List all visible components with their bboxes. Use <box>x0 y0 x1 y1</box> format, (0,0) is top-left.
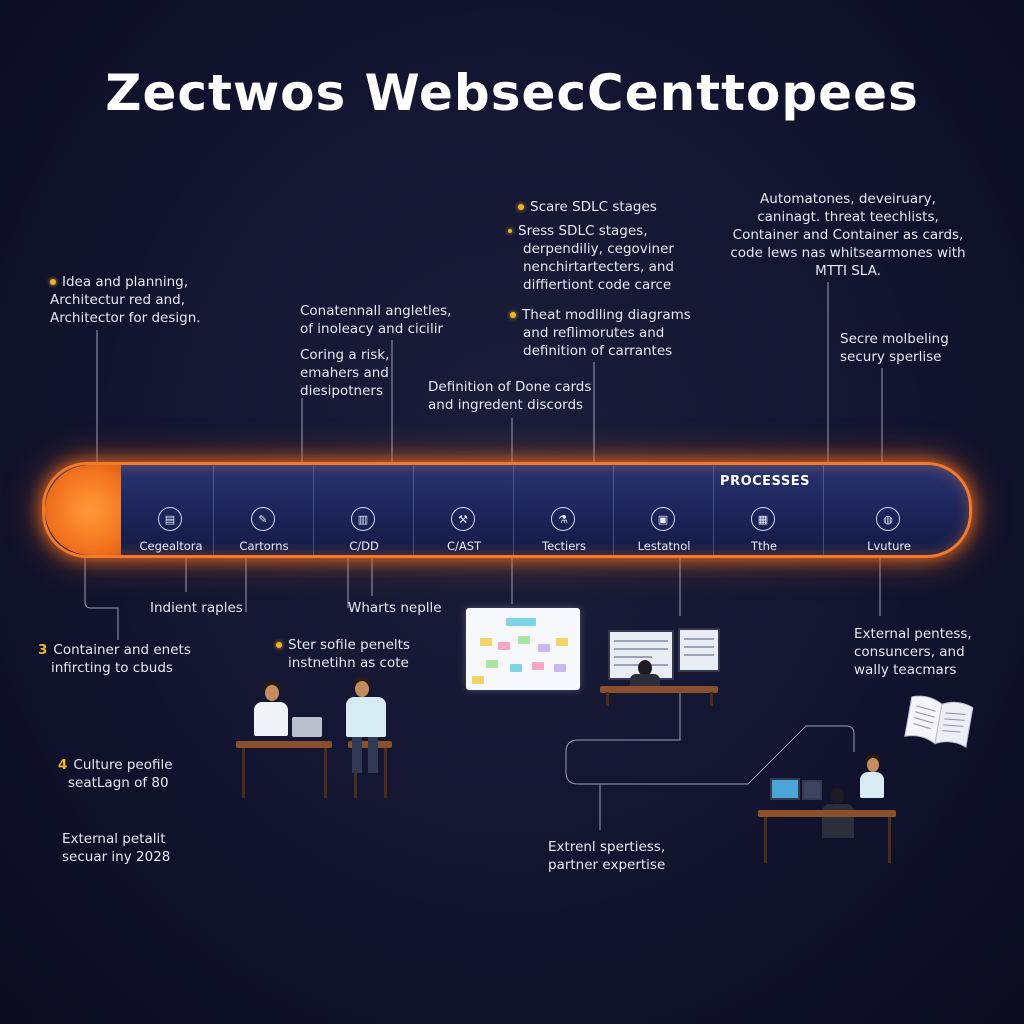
monitor-icon: ▦ <box>751 507 775 531</box>
flask-icon: ⚗ <box>551 507 575 531</box>
note-automatones: Automatones, deveiruary, caninagt. threa… <box>730 191 966 279</box>
segment-label: Tthe <box>751 539 777 553</box>
segment-label: Cegealtora <box>139 539 203 553</box>
process-segment-2[interactable]: ✎ Cartorns <box>213 465 314 555</box>
process-segment-4[interactable]: ⚒ C/AST <box>413 465 514 555</box>
bullet-icon <box>508 229 512 233</box>
process-bar: PROCESSES ▤ Cegealtora ✎ Cartorns ▥ C/DD… <box>42 462 972 558</box>
open-book-icon <box>904 695 974 748</box>
bullet-icon <box>510 312 516 318</box>
bullet-icon <box>518 204 524 210</box>
note-idea: Idea and planning, Architectur red and, … <box>50 274 201 326</box>
tools-icon: ⚒ <box>451 507 475 531</box>
page-title: Zectwos WebsecCenttopees <box>105 64 919 122</box>
book-icon: ▣ <box>651 507 675 531</box>
note-conten: Conatennall angletles, of inoleacy and c… <box>300 303 452 337</box>
bar-end-cap <box>45 465 121 555</box>
note-coring: Coring a risk, emahers and diesipotners <box>300 347 390 399</box>
note-secre: Secre molbeling secury sperlise <box>840 331 949 365</box>
whiteboard-diagram-icon <box>466 608 580 690</box>
note-definition: Definition of Done cards and ingredent d… <box>428 379 592 413</box>
segment-label: C/AST <box>446 539 482 553</box>
process-segment-8[interactable]: ◍ Lvuture <box>823 465 954 555</box>
process-segment-6[interactable]: ▣ Lestatnol <box>613 465 714 555</box>
segment-label: Lestatnol <box>637 539 691 553</box>
note-threat: Theat modlling diagrams and reflimorutes… <box>510 306 691 360</box>
segment-label: Tectiers <box>542 539 586 553</box>
illustration-review-team <box>756 750 900 870</box>
illustration-workstation <box>598 626 728 706</box>
segment-label: C/DD <box>349 539 379 553</box>
note-scare: Scare SDLC stages <box>518 198 657 216</box>
note-ster: Ster sofile penelts instnetihn as cote <box>276 636 410 672</box>
process-segment-1[interactable]: ▤ Cegealtora <box>121 465 221 555</box>
pencil-icon: ✎ <box>251 507 275 531</box>
note-sress: Sress SDLC stages, derpendiliy, cegovine… <box>508 222 674 294</box>
note-external-secur: External petalit secuar iny 2028 <box>62 831 171 865</box>
bar-title: PROCESSES <box>720 474 810 489</box>
clipboard-icon: ▥ <box>351 507 375 531</box>
bullet-icon <box>50 279 56 285</box>
note-wharts: Wharts neplle <box>348 600 442 616</box>
process-segment-7[interactable]: ▦ Tthe <box>713 465 814 555</box>
process-segment-5[interactable]: ⚗ Tectiers <box>513 465 614 555</box>
bullet-icon <box>276 642 282 648</box>
note-external-pentess: External pentess, consuncers, and wally … <box>854 626 972 678</box>
segment-label: Cartorns <box>239 539 289 553</box>
note-indient: Indient raples <box>150 600 243 616</box>
illustration-team-desks <box>230 675 400 805</box>
process-segment-3[interactable]: ▥ C/DD <box>313 465 414 555</box>
note-extern-partner: Extrenl spertiess, partner expertise <box>548 839 666 873</box>
document-icon: ▤ <box>158 507 182 531</box>
segment-label: Lvuture <box>867 539 911 553</box>
globe-icon: ◍ <box>876 507 900 531</box>
